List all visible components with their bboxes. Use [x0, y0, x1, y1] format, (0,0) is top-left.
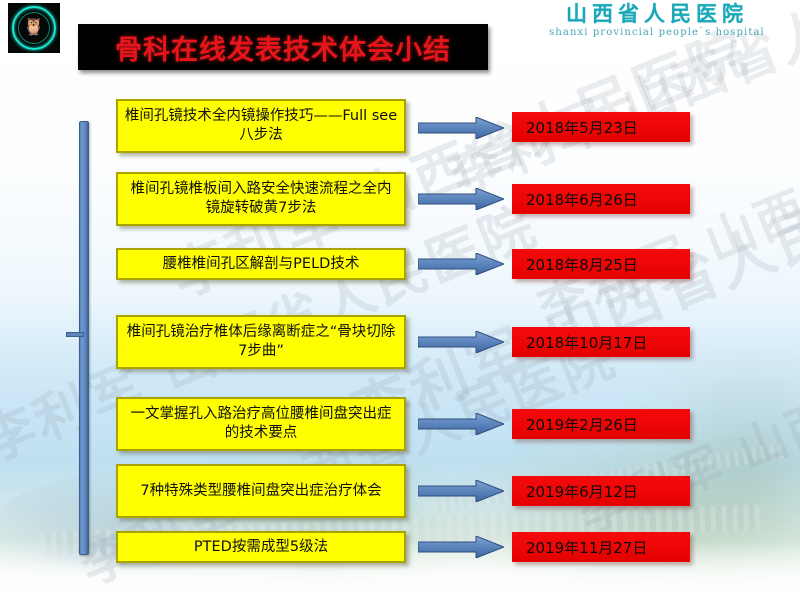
right-arrow-icon — [418, 536, 504, 558]
background-mountain — [600, 350, 800, 600]
topic-box[interactable]: 腰椎椎间孔区解剖与PELD技术 — [116, 248, 406, 280]
date-label: 2019年2月26日 — [526, 415, 638, 434]
topic-box[interactable]: PTED按需成型5级法 — [116, 531, 406, 563]
date-label: 2018年6月26日 — [526, 190, 638, 209]
date-label: 2018年8月25日 — [526, 255, 638, 274]
watermark-text: 李利军 山西省人民医院 — [342, 145, 800, 448]
dove-icon: 🦉 — [23, 16, 45, 37]
right-arrow-icon — [418, 117, 504, 139]
date-box[interactable]: 2019年6月12日 — [512, 476, 690, 506]
date-box[interactable]: 2018年8月25日 — [512, 249, 690, 279]
hospital-dove-emblem-icon: 🦉 — [12, 6, 56, 50]
topic-label: 腰椎椎间孔区解剖与PELD技术 — [162, 255, 360, 272]
topic-label: 椎间孔镜治疗椎体后缘离断症之“骨块切除7步曲” — [126, 324, 396, 359]
topic-box[interactable]: 椎间孔镜技术全内镜操作技巧——Full see 八步法 — [116, 99, 406, 153]
topic-label: 一文掌握孔入路治疗高位腰椎间盘突出症的技术要点 — [130, 406, 392, 441]
page-title: 骨科在线发表技术体会小结 — [115, 34, 451, 66]
right-arrow-icon — [418, 331, 504, 353]
date-box[interactable]: 2018年5月23日 — [512, 112, 690, 142]
topic-box[interactable]: 椎间孔镜椎板间入路安全快速流程之全内镜旋转破黄7步法 — [116, 172, 406, 226]
date-box[interactable]: 2018年10月17日 — [512, 327, 690, 357]
date-label: 2019年11月27日 — [526, 538, 648, 557]
topic-label: 椎间孔镜技术全内镜操作技巧——Full see 八步法 — [124, 108, 398, 143]
right-arrow-icon — [418, 188, 504, 210]
right-arrow-icon — [418, 253, 504, 275]
topic-label: PTED按需成型5级法 — [193, 538, 329, 555]
hospital-name-cn: 山西省人民医院 — [566, 1, 748, 26]
date-label: 2018年5月23日 — [526, 118, 638, 137]
slide-title-banner: 骨科在线发表技术体会小结 — [78, 24, 488, 70]
hospital-name-block: 山西省人民医院 shanxi provincial people`s hospi… — [524, 1, 790, 39]
topic-box[interactable]: 一文掌握孔入路治疗高位腰椎间盘突出症的技术要点 — [116, 397, 406, 451]
date-box[interactable]: 2018年6月26日 — [512, 184, 690, 214]
topic-box[interactable]: 7种特殊类型腰椎间盘突出症治疗体会 — [116, 464, 406, 518]
hospital-logo: 🦉 — [8, 3, 60, 53]
timeline-tick-mark — [66, 332, 84, 337]
topic-label: 椎间孔镜椎板间入路安全快速流程之全内镜旋转破黄7步法 — [130, 181, 392, 216]
topic-label: 7种特殊类型腰椎间盘突出症治疗体会 — [140, 482, 382, 499]
topic-box[interactable]: 椎间孔镜治疗椎体后缘离断症之“骨块切除7步曲” — [116, 315, 406, 369]
date-box[interactable]: 2019年11月27日 — [512, 532, 690, 562]
right-arrow-icon — [418, 480, 504, 502]
date-label: 2018年10月17日 — [526, 333, 648, 352]
timeline-vertical-bar — [79, 121, 89, 555]
hospital-name-en: shanxi provincial people`s hospital — [549, 27, 765, 39]
date-label: 2019年6月12日 — [526, 482, 638, 501]
date-box[interactable]: 2019年2月26日 — [512, 409, 690, 439]
right-arrow-icon — [418, 413, 504, 435]
